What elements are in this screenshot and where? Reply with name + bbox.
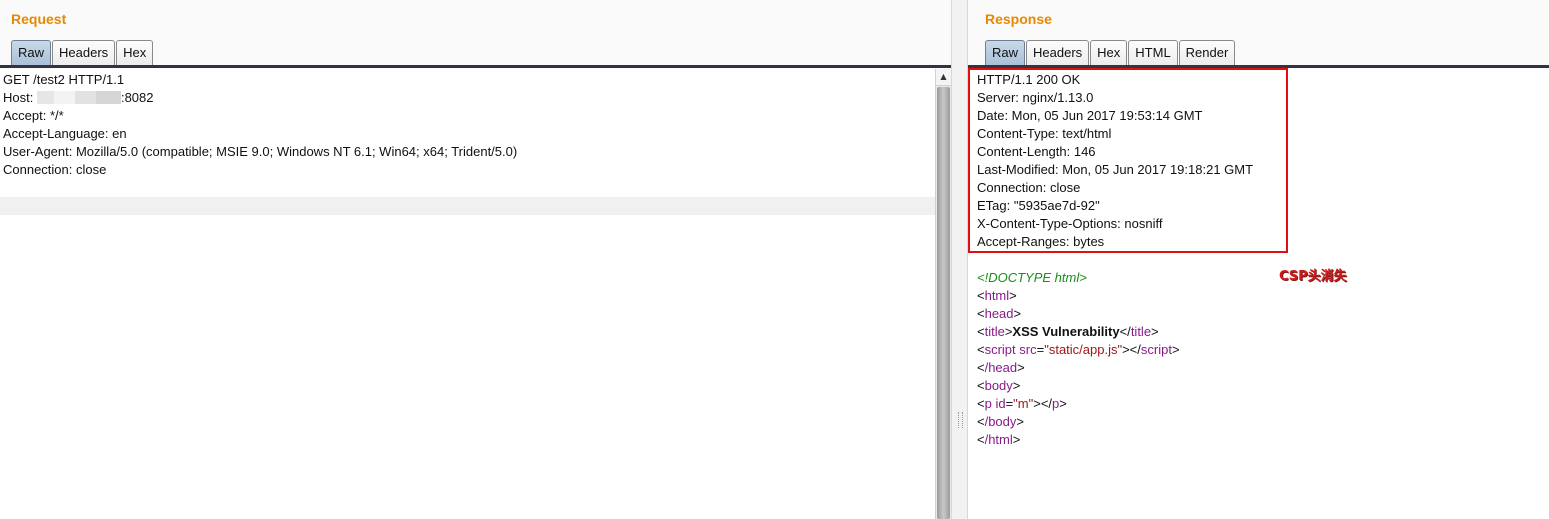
body-title: <title>XSS Vulnerability</title> <box>977 324 1159 339</box>
scroll-thumb[interactable] <box>937 87 950 519</box>
response-tab-raw[interactable]: Raw <box>985 40 1026 65</box>
response-editor[interactable]: HTTP/1.1 200 OK Server: nginx/1.13.0 Dat… <box>968 69 1549 519</box>
redacted-host <box>36 91 121 104</box>
request-tab-underline <box>0 65 951 68</box>
body-body-open: <body> <box>977 378 1021 393</box>
pane-splitter[interactable] <box>951 0 968 519</box>
host-label: Host: <box>3 90 37 105</box>
response-header-line: Content-Type: text/html <box>977 126 1112 141</box>
response-header-line: Last-Modified: Mon, 05 Jun 2017 19:18:21… <box>977 162 1254 177</box>
response-tab-render[interactable]: Render <box>1178 40 1236 65</box>
attr-value: "m" <box>1013 396 1034 411</box>
tag-name: /body <box>984 414 1017 429</box>
request-line: Accept-Language: en <box>3 126 127 141</box>
request-editor[interactable]: GET /test2 HTTP/1.1 Host: :8082 Accept: … <box>0 69 935 519</box>
body-head-open: <head> <box>977 306 1022 321</box>
tag-name: script <box>1140 342 1172 357</box>
response-tab-html[interactable]: HTML <box>1128 40 1178 65</box>
response-header-line: Content-Length: 146 <box>977 144 1096 159</box>
request-line: Connection: close <box>3 162 107 177</box>
response-pane: Response Raw Headers Hex HTML Render HTT… <box>968 0 1549 519</box>
tag-name: script <box>984 342 1016 357</box>
request-line-host: Host: :8082 <box>3 89 154 107</box>
scroll-up-arrow-icon[interactable]: ▲ <box>936 69 951 86</box>
body-html-open: <html> <box>977 288 1017 303</box>
request-tab-raw[interactable]: Raw <box>11 40 52 65</box>
tag-name: title <box>984 324 1005 339</box>
csp-annotation: CSP头消失 <box>1279 269 1347 284</box>
response-tab-headers[interactable]: Headers <box>1026 40 1090 65</box>
title-text: XSS Vulnerability <box>1012 324 1120 339</box>
response-header-line: X-Content-Type-Options: nosniff <box>977 216 1163 231</box>
tag-name: p <box>984 396 992 411</box>
request-pane: Request Raw Headers Hex GET /test2 HTTP/… <box>0 11 951 519</box>
request-tab-hex[interactable]: Hex <box>116 40 154 65</box>
request-line: GET /test2 HTTP/1.1 <box>3 72 125 87</box>
response-tab-underline <box>968 65 1549 68</box>
attr-name: id <box>995 396 1006 411</box>
body-body-close: </body> <box>977 414 1024 429</box>
body-doctype: <!DOCTYPE html> <box>977 269 1087 287</box>
request-line: Accept: */* <box>3 108 64 123</box>
body-html-close: </html> <box>977 432 1021 447</box>
splitter-grip-icon[interactable] <box>958 412 963 428</box>
response-header-line: Accept-Ranges: bytes <box>977 234 1105 249</box>
response-header-line: HTTP/1.1 200 OK <box>977 72 1081 87</box>
response-header-line: ETag: "5935ae7d-92" <box>977 198 1100 213</box>
response-header-line: Connection: close <box>977 180 1081 195</box>
response-tab-hex[interactable]: Hex <box>1090 40 1128 65</box>
request-tab-headers[interactable]: Headers <box>52 40 116 65</box>
request-tabs: Raw Headers Hex <box>11 40 154 65</box>
response-title: Response <box>985 11 1052 27</box>
attr-name: src <box>1019 342 1037 357</box>
tag-name: body <box>984 378 1013 393</box>
current-line-highlight <box>0 197 935 215</box>
tag-name: /head <box>984 360 1018 375</box>
body-head-close: </head> <box>977 360 1025 375</box>
doctype-text: <!DOCTYPE html> <box>977 270 1087 285</box>
response-header-line: Server: nginx/1.13.0 <box>977 90 1094 105</box>
body-script: <script src="static/app.js"></script> <box>977 342 1180 357</box>
response-header-line: Date: Mon, 05 Jun 2017 19:53:14 GMT <box>977 108 1203 123</box>
tag-name: p <box>1052 396 1060 411</box>
response-tabs: Raw Headers Hex HTML Render <box>985 40 1236 65</box>
attr-value: "static/app.js" <box>1044 342 1123 357</box>
tag-name: head <box>984 306 1014 321</box>
request-title: Request <box>11 11 67 27</box>
request-scrollbar[interactable]: ▲ <box>935 69 951 519</box>
tag-name: /html <box>984 432 1013 447</box>
request-line: User-Agent: Mozilla/5.0 (compatible; MSI… <box>3 144 518 159</box>
tag-name: title <box>1130 324 1152 339</box>
body-p: <p id="m"></p> <box>977 396 1067 411</box>
tag-name: html <box>984 288 1010 303</box>
host-port: :8082 <box>120 90 154 105</box>
